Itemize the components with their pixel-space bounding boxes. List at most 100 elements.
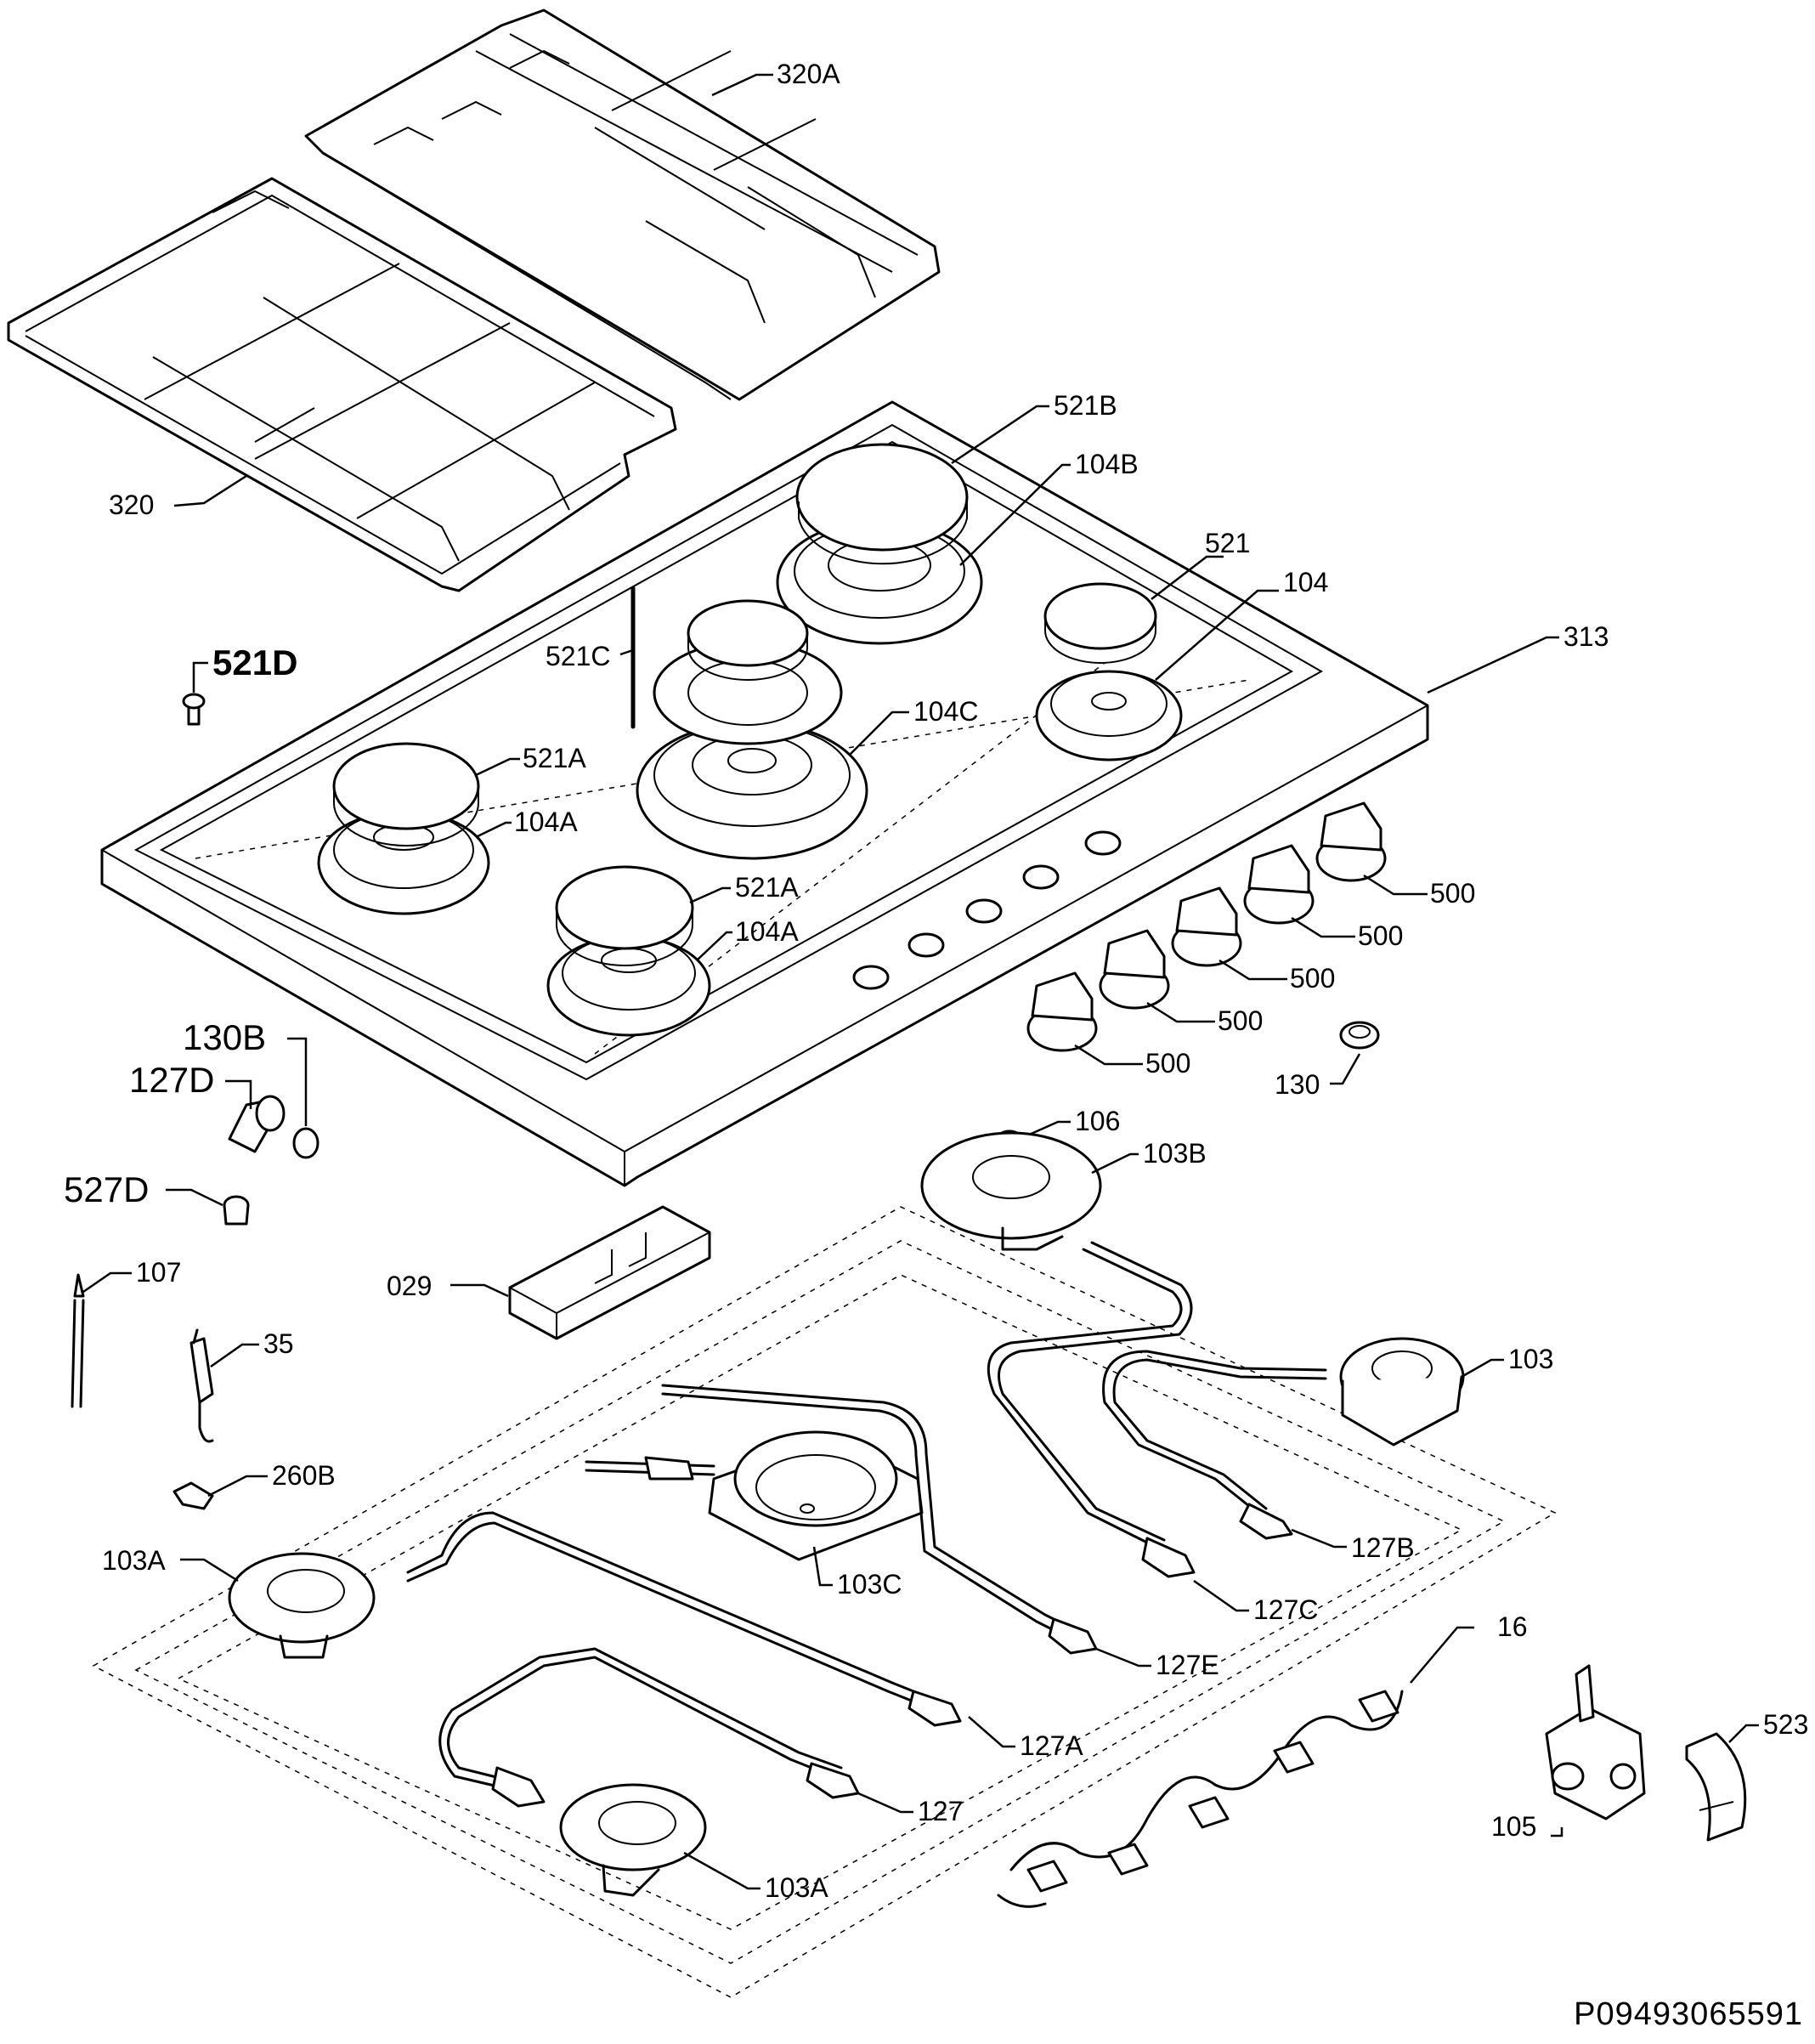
label-104a-front: 104A [735, 916, 799, 947]
label-105: 105 [1491, 1811, 1536, 1842]
callout-103a-left: 103A [102, 1545, 239, 1583]
label-521a-front: 521A [735, 872, 799, 903]
burner-cap-521c [687, 599, 809, 681]
callout-313: 313 [1427, 621, 1609, 694]
callout-103: 103 [1461, 1344, 1553, 1379]
gas-pipe-127c [987, 1241, 1196, 1578]
label-029: 029 [387, 1271, 432, 1301]
control-knob-5 [1315, 801, 1387, 882]
label-35: 35 [263, 1328, 294, 1359]
label-103c: 103C [837, 1569, 902, 1600]
reference-code: P09493065591 [1574, 1996, 1803, 2032]
label-104c: 104C [913, 696, 979, 727]
burner-cap-521a-front [555, 865, 694, 966]
label-127e: 127E [1156, 1650, 1219, 1680]
callout-104b: 104B [959, 449, 1139, 566]
callout-523: 523 [1728, 1709, 1808, 1743]
burner-base-103 [1339, 1337, 1465, 1447]
callout-35: 35 [210, 1328, 294, 1368]
label-16: 16 [1497, 1611, 1528, 1642]
callout-521c: 521C [546, 586, 636, 729]
control-knob-2 [1099, 929, 1170, 1010]
burner-base-103c [708, 1430, 924, 1561]
control-knob-3 [1171, 886, 1242, 967]
clip-260b [172, 1481, 214, 1510]
washer-130b [292, 1127, 319, 1159]
label-104b: 104B [1075, 449, 1139, 479]
label-103a-bottom: 103A [765, 1872, 828, 1903]
label-104: 104 [1283, 567, 1328, 597]
label-527d: 527D [64, 1169, 149, 1209]
burner-base-103b [920, 1131, 1102, 1251]
label-500-2: 500 [1218, 1005, 1263, 1036]
callout-521a-front: 521A [689, 872, 799, 904]
callout-521b: 521B [951, 390, 1117, 465]
ignition-module-029 [508, 1205, 711, 1340]
gas-pipe-left-stub [585, 1456, 715, 1481]
base-tray-outline [92, 1206, 1557, 1998]
callout-521d: 521D [192, 643, 297, 693]
callout-103a-bottom: 103A [683, 1851, 828, 1903]
callout-500-1: 500 [1074, 1044, 1190, 1079]
callout-104c: 104C [849, 696, 979, 756]
label-127c: 127C [1253, 1594, 1319, 1625]
callout-521: 521 [1151, 528, 1250, 600]
label-500-4: 500 [1358, 920, 1403, 951]
callout-104: 104 [1155, 567, 1328, 681]
callout-500-4: 500 [1291, 916, 1403, 951]
control-knob-4 [1243, 844, 1315, 925]
gas-pipe-127 [438, 1647, 860, 1808]
callout-130b: 130B [183, 1017, 308, 1126]
callout-130: 130 [1275, 1053, 1361, 1100]
label-130b: 130B [183, 1017, 266, 1057]
elbow-127d [228, 1095, 286, 1153]
label-523: 523 [1763, 1709, 1808, 1740]
burner-base-103a-bottom [559, 1783, 707, 1897]
ignition-electrode-35 [189, 1328, 214, 1443]
label-127d: 127D [129, 1060, 214, 1100]
callout-127a: 127A [968, 1716, 1083, 1761]
label-106: 106 [1075, 1106, 1120, 1136]
bracket-523 [1685, 1732, 1747, 1842]
callout-527d: 527D [64, 1169, 223, 1209]
burner-104c [636, 721, 868, 860]
burner-base-103a-left [228, 1552, 376, 1659]
burner-cap-521b [795, 443, 969, 565]
label-103: 103 [1508, 1344, 1553, 1374]
label-313: 313 [1563, 621, 1609, 652]
label-500-3: 500 [1290, 963, 1335, 994]
control-knob-1 [1026, 971, 1098, 1052]
callout-127c: 127C [1193, 1579, 1319, 1625]
nut-130 [1339, 1021, 1380, 1050]
label-107: 107 [136, 1257, 181, 1288]
gas-valve-105 [1545, 1664, 1646, 1820]
callout-104a-left: 104A [475, 807, 578, 839]
callout-127e: 127E [1095, 1647, 1219, 1680]
pan-support-320a [304, 8, 941, 401]
callout-521a-left: 521A [475, 743, 586, 777]
callout-320: 320 [109, 474, 247, 520]
screw-521d [182, 693, 206, 726]
label-103b: 103B [1143, 1138, 1207, 1169]
callout-127: 127 [857, 1792, 963, 1826]
gas-pipe-127a [406, 1511, 962, 1727]
callout-103b: 103B [1091, 1138, 1207, 1175]
burner-cap-521 [1043, 582, 1157, 664]
label-500-1: 500 [1145, 1048, 1190, 1079]
label-521c: 521C [546, 641, 611, 671]
label-127a: 127A [1020, 1730, 1083, 1761]
callout-104a-front: 104A [696, 916, 799, 961]
callout-127b: 127B [1291, 1528, 1415, 1563]
burner-cap-521a-left [332, 742, 480, 846]
callout-107: 107 [82, 1257, 181, 1294]
label-521: 521 [1205, 528, 1250, 558]
pan-support-320 [7, 177, 677, 592]
callout-103c: 103C [812, 1546, 902, 1600]
callout-500-3: 500 [1218, 959, 1335, 994]
callout-500-5: 500 [1363, 874, 1475, 909]
label-127: 127 [918, 1796, 963, 1826]
callout-500-2: 500 [1146, 1001, 1263, 1036]
label-260b: 260B [272, 1460, 336, 1491]
label-320a: 320A [777, 59, 840, 89]
